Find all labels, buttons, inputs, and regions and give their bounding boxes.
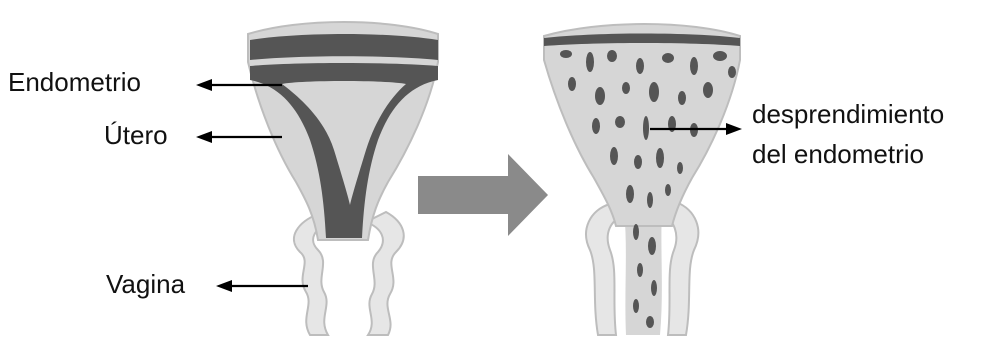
- big-arrow-icon: [418, 154, 548, 236]
- uterus-shedding: [544, 24, 740, 335]
- label-vagina: Vagina: [106, 269, 185, 300]
- shedding-canal: [624, 210, 662, 335]
- label-shedding-line1: desprendimiento: [752, 99, 944, 130]
- vagina-canal-right: [366, 212, 404, 335]
- uterus-normal: [248, 22, 438, 335]
- endometrium-fundus: [250, 34, 438, 60]
- label-shedding-line2: del endometrio: [752, 139, 924, 170]
- label-utero: Útero: [104, 120, 168, 151]
- uterus-body-2: [544, 24, 740, 226]
- pointer-utero: [196, 131, 282, 143]
- label-endometrio: Endometrio: [8, 67, 141, 98]
- pointer-vagina: [216, 280, 308, 292]
